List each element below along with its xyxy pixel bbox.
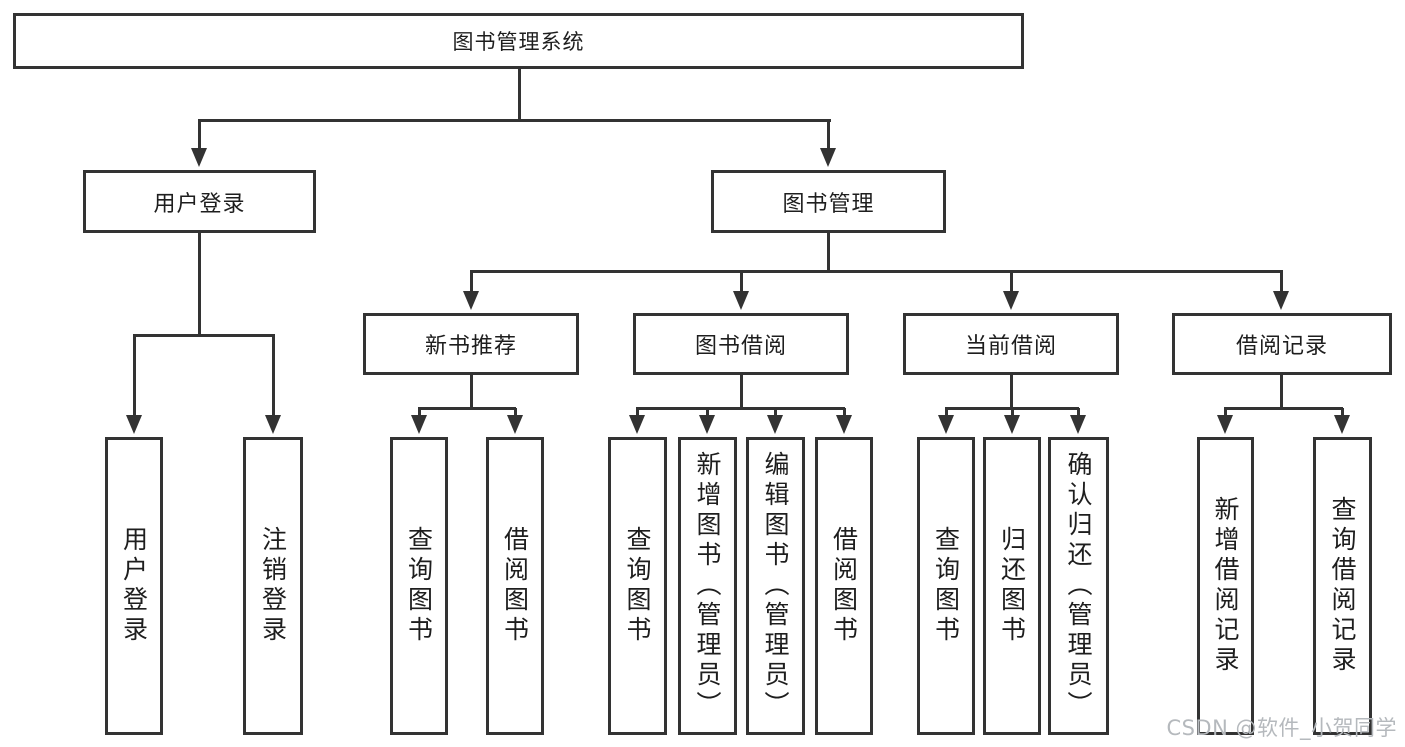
connector-leaf-drop	[1077, 408, 1080, 418]
arrowhead-leaf	[836, 415, 852, 434]
node-book-borrow: 图书借阅	[633, 313, 849, 375]
arrowhead-user-login	[191, 148, 207, 167]
leaf-query-books-recommend-label: 查询图书	[404, 526, 434, 646]
connector-newbook-hline	[418, 407, 516, 410]
leaf-query-books-recommend: 查询图书	[390, 437, 448, 735]
arrowhead-leaf	[1217, 415, 1233, 434]
connector-book-mgmt-stem	[827, 233, 830, 273]
leaf-query-borrow-record-label: 查询借阅记录	[1328, 496, 1357, 676]
leaf-logout-login: 注销登录	[243, 437, 303, 735]
leaf-user-login-label: 用户登录	[119, 526, 149, 646]
connector-leaf-drop	[272, 336, 275, 416]
node-user-login: 用户登录	[83, 170, 316, 233]
connector-newbook-stem	[470, 375, 473, 409]
leaf-borrow-books-borrow-label: 借阅图书	[829, 526, 859, 646]
leaf-query-books-current: 查询图书	[917, 437, 975, 735]
arrowhead-leaf	[938, 415, 954, 434]
arrowhead-leaf	[265, 415, 281, 434]
arrowhead-section	[1273, 291, 1289, 310]
node-borrow-records: 借阅记录	[1172, 313, 1392, 375]
connector-leaf-drop	[945, 408, 948, 418]
leaf-confirm-return-admin-label: 确认归还（管理员）	[1064, 451, 1093, 721]
connector-leaf-drop	[1011, 408, 1014, 418]
connector-level1-hline	[198, 119, 831, 122]
node-new-book-recommend: 新书推荐	[363, 313, 579, 375]
csdn-watermark: CSDN @软件_小贺同学	[1166, 716, 1397, 740]
node-root-label: 图书管理系统	[452, 30, 585, 54]
arrowhead-leaf	[126, 415, 142, 434]
arrowhead-leaf	[767, 415, 783, 434]
connector-leaf-drop	[636, 408, 639, 418]
leaf-add-borrow-record-label: 新增借阅记录	[1211, 496, 1240, 676]
connector-user-login-stem	[198, 233, 201, 336]
arrowhead-leaf	[1004, 415, 1020, 434]
node-root: 图书管理系统	[13, 13, 1024, 69]
leaf-user-login: 用户登录	[105, 437, 163, 735]
connector-section-drop	[1280, 272, 1283, 293]
leaf-return-books-label: 归还图书	[997, 526, 1027, 646]
arrowhead-leaf	[699, 415, 715, 434]
leaf-edit-book-admin: 编辑图书（管理员）	[746, 437, 805, 735]
arrowhead-leaf	[507, 415, 523, 434]
leaf-borrow-books-borrow: 借阅图书	[815, 437, 873, 735]
connector-leaf-drop	[418, 408, 421, 418]
leaf-borrow-books-recommend: 借阅图书	[486, 437, 544, 735]
arrowhead-leaf	[1070, 415, 1086, 434]
node-book-mgmt-label: 图书管理	[782, 191, 875, 217]
leaf-query-books-current-label: 查询图书	[931, 526, 961, 646]
connector-current-stem	[1010, 375, 1013, 409]
connector-leaf-drop	[706, 408, 709, 418]
connector-records-hline	[1224, 407, 1343, 410]
node-book-borrow-label: 图书借阅	[694, 334, 787, 359]
connector-level2-hline	[470, 270, 1283, 273]
node-borrow-records-label: 借阅记录	[1235, 334, 1328, 359]
leaf-query-books-borrow-label: 查询图书	[623, 526, 652, 646]
leaf-add-borrow-record: 新增借阅记录	[1197, 437, 1254, 735]
connector-leaf-drop	[514, 408, 517, 418]
node-book-mgmt: 图书管理	[711, 170, 946, 233]
connector-borrow-hline	[636, 407, 845, 410]
arrowhead-section	[733, 291, 749, 310]
connector-leaf-drop	[1224, 408, 1227, 418]
arrowhead-section	[463, 291, 479, 310]
leaf-add-book-admin-label: 新增图书（管理员）	[693, 451, 722, 721]
leaf-add-book-admin: 新增图书（管理员）	[678, 437, 737, 735]
leaf-confirm-return-admin: 确认归还（管理员）	[1048, 437, 1109, 735]
connector-records-stem	[1280, 375, 1283, 409]
connector-leaf-drop	[843, 408, 846, 418]
arrowhead-leaf	[411, 415, 427, 434]
connector-user-login-hline	[133, 334, 275, 337]
arrowhead-leaf	[629, 415, 645, 434]
connector-user-login-drop	[198, 121, 201, 150]
connector-borrow-stem	[740, 375, 743, 409]
connector-section-drop	[1010, 272, 1013, 293]
leaf-borrow-books-recommend-label: 借阅图书	[500, 526, 530, 646]
arrowhead-leaf	[1334, 415, 1350, 434]
node-current-borrow: 当前借阅	[903, 313, 1119, 375]
node-new-book-recommend-label: 新书推荐	[424, 334, 517, 359]
connector-section-drop	[470, 272, 473, 293]
connector-book-mgmt-drop	[827, 121, 830, 150]
connector-root-stem	[518, 69, 521, 122]
arrowhead-book-mgmt	[820, 148, 836, 167]
leaf-logout-login-label: 注销登录	[258, 526, 288, 646]
leaf-edit-book-admin-label: 编辑图书（管理员）	[761, 451, 790, 721]
leaf-query-borrow-record: 查询借阅记录	[1313, 437, 1372, 735]
node-current-borrow-label: 当前借阅	[964, 334, 1057, 359]
connector-leaf-drop	[774, 408, 777, 418]
connector-section-drop	[740, 272, 743, 293]
connector-leaf-drop	[133, 336, 136, 416]
leaf-query-books-borrow: 查询图书	[608, 437, 667, 735]
node-user-login-label: 用户登录	[153, 191, 246, 217]
connector-leaf-drop	[1341, 408, 1344, 418]
arrowhead-section	[1003, 291, 1019, 310]
leaf-return-books: 归还图书	[983, 437, 1041, 735]
